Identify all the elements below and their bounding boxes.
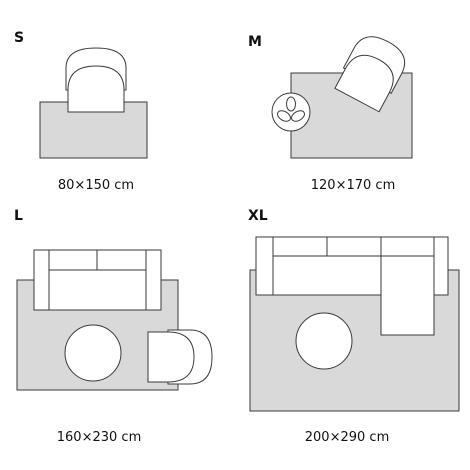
size-label-s: S	[14, 30, 25, 46]
size-label-xl: XL	[248, 208, 268, 224]
sofa-icon	[33, 249, 162, 311]
armchair-icon	[147, 329, 213, 385]
chaise-sofa-icon	[255, 236, 449, 336]
dimension-label-l: 160×230 cm	[56, 430, 142, 445]
size-label-m: M	[248, 34, 262, 50]
panel-xl	[249, 236, 460, 412]
dimension-label-xl: 200×290 cm	[304, 430, 390, 445]
armchair-icon	[65, 47, 127, 113]
dimension-label-s: 80×150 cm	[57, 178, 135, 193]
panel-s	[39, 47, 148, 159]
size-label-l: L	[14, 208, 23, 224]
coffee-table-icon	[295, 312, 353, 370]
panel-l	[16, 249, 213, 391]
armchair-icon	[334, 36, 406, 113]
plant-icon	[271, 92, 311, 132]
panel-m	[271, 36, 413, 159]
dimension-label-m: 120×170 cm	[310, 178, 396, 193]
coffee-table-icon	[64, 324, 122, 382]
